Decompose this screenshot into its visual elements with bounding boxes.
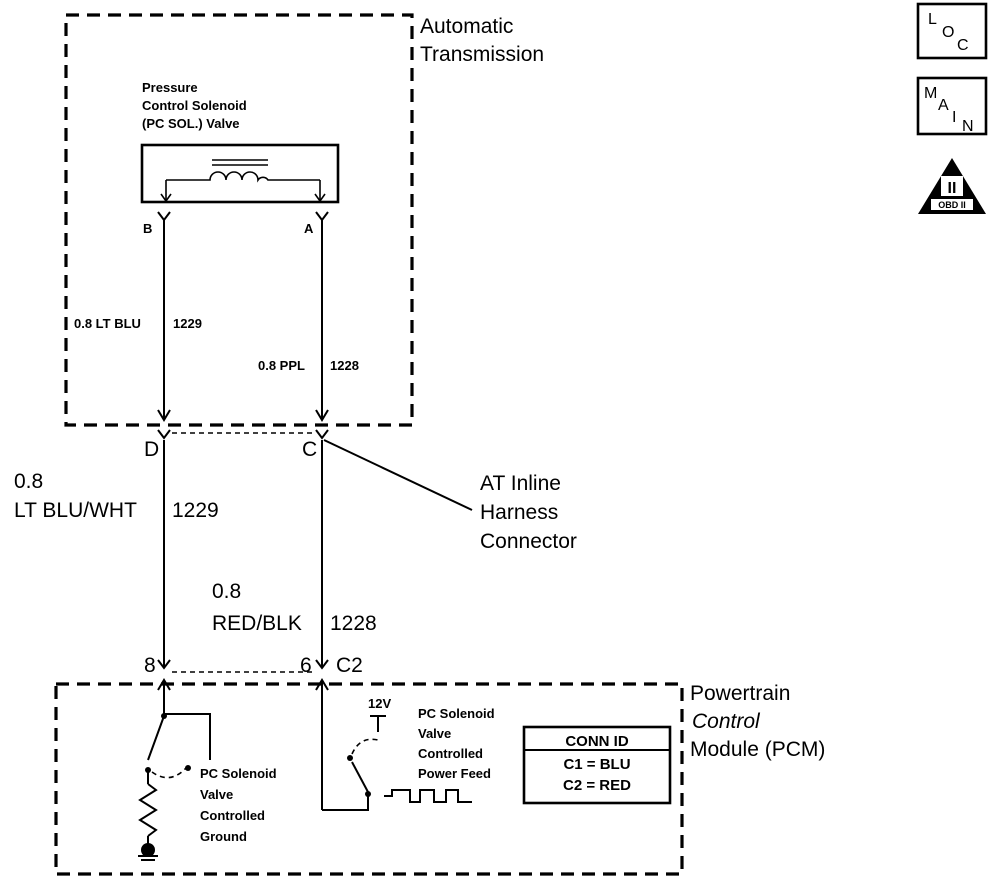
wire-lt-blu-wht-color: LT BLU/WHT <box>14 499 137 522</box>
pcm-boundary <box>54 682 684 876</box>
svg-text:O: O <box>942 24 954 41</box>
pcm-connector-symbol <box>157 659 329 673</box>
inline-connector-label-1: AT Inline <box>480 472 561 495</box>
pcm-connector-c2-label: C2 <box>336 654 363 677</box>
conn-id-row-2: C2 = RED <box>563 777 631 794</box>
main-icon[interactable]: M A I N <box>916 76 988 136</box>
feed-label-2: Valve <box>418 726 451 741</box>
svg-text:L: L <box>928 11 937 28</box>
wire-lt-blu-label: 0.8 LT BLU <box>74 316 141 331</box>
inline-connector-leader <box>323 439 473 511</box>
wire-lt-blu-wht-gauge: 0.8 <box>14 470 43 493</box>
pcm-title-2: Control <box>692 710 761 733</box>
svg-text:OBD II: OBD II <box>938 200 966 210</box>
feed-label-4: Power Feed <box>418 766 491 781</box>
ground-label-1: PC Solenoid <box>200 766 277 781</box>
pcm-title-1: Powertrain <box>690 682 790 705</box>
svg-text:C: C <box>957 37 969 54</box>
wire-ppl-circuit: 1228 <box>330 358 359 373</box>
voltage-label: 12V <box>368 696 391 711</box>
wire-lt-blu-wht-circuit: 1229 <box>172 499 219 522</box>
wire-ppl-label: 0.8 PPL <box>258 358 305 373</box>
conn-id-row-1: C1 = BLU <box>563 756 630 773</box>
inline-connector-label-3: Connector <box>480 530 577 553</box>
solenoid-label-3: (PC SOL.) Valve <box>142 116 240 131</box>
svg-text:A: A <box>938 97 949 114</box>
pin-a-label: A <box>304 221 314 236</box>
svg-text:I: I <box>952 109 956 126</box>
solenoid-label-1: Pressure <box>142 80 198 95</box>
wire-red-blk-color: RED/BLK <box>212 612 302 635</box>
ground-label-2: Valve <box>200 787 233 802</box>
transmission-boundary <box>64 13 414 427</box>
svg-text:N: N <box>962 118 974 135</box>
pcm-pin-8-label: 8 <box>144 654 156 677</box>
ground-label-4: Ground <box>200 829 247 844</box>
transmission-title: Automatic <box>420 15 513 38</box>
svg-text:M: M <box>924 85 937 102</box>
obd-ii-icon[interactable]: II OBD II <box>918 158 986 214</box>
inline-connector-label-2: Harness <box>480 501 558 524</box>
pcm-pin-6-label: 6 <box>300 654 312 677</box>
conn-id-title: CONN ID <box>565 733 629 750</box>
pin-b-connector <box>157 211 171 222</box>
ground-driver-circuit <box>138 678 211 861</box>
pin-d-label: D <box>144 438 159 461</box>
transmission-title-2: Transmission <box>420 43 544 66</box>
feed-label-3: Controlled <box>418 746 483 761</box>
wire-red-blk-gauge: 0.8 <box>212 580 241 603</box>
power-feed-circuit <box>315 678 472 811</box>
solenoid-label-2: Control Solenoid <box>142 98 247 113</box>
inline-connector-symbol <box>157 429 329 440</box>
wire-red-blk-circuit: 1228 <box>330 612 377 635</box>
pcm-title-3: Module (PCM) <box>690 738 825 761</box>
pin-c-label: C <box>302 438 317 461</box>
conn-id-table <box>522 725 672 805</box>
loc-icon[interactable]: L O C <box>916 2 988 60</box>
ground-label-3: Controlled <box>200 808 265 823</box>
svg-text:II: II <box>948 180 957 197</box>
feed-label-1: PC Solenoid <box>418 706 495 721</box>
pin-b-label: B <box>143 221 152 236</box>
wire-lt-blu-circuit: 1229 <box>173 316 202 331</box>
pc-solenoid-symbol <box>140 143 340 204</box>
pin-a-connector <box>315 211 329 222</box>
